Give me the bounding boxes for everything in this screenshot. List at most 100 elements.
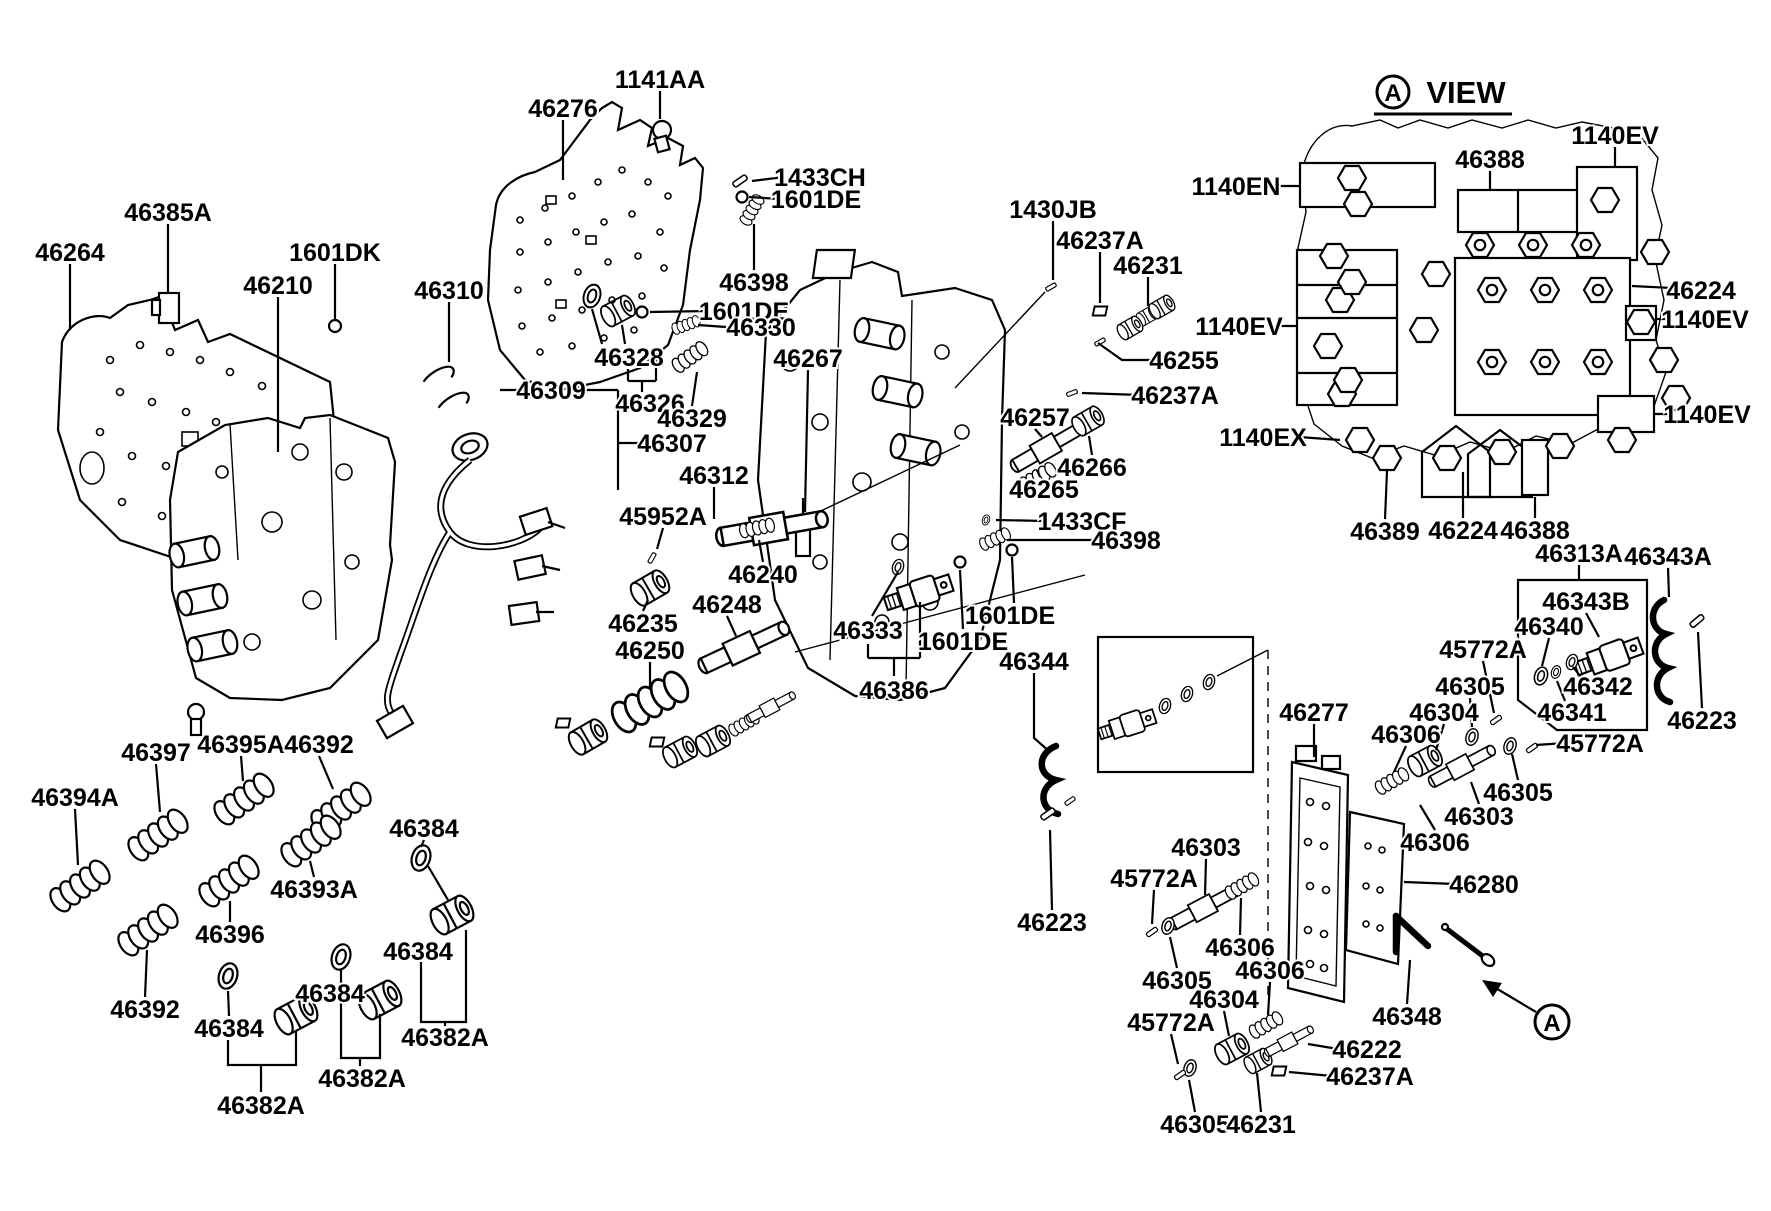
leader-line-45772A-61 [1535, 741, 1566, 747]
leader-line-46330-11 [697, 323, 727, 329]
spring-46394a [45, 855, 115, 917]
bolt-under-valve-body [186, 702, 206, 722]
part-label-45772A-61: 45772A [1556, 730, 1644, 758]
part-label-46384-87: 46384 [389, 815, 459, 843]
part-label-46340-53: 46340 [1514, 613, 1584, 641]
leader-line-46393A-84 [308, 860, 316, 878]
part-label-46248-22: 46248 [692, 591, 762, 619]
part-label-46223-79: 46223 [1017, 909, 1087, 937]
part-label-46388-43: 46388 [1455, 146, 1525, 174]
bracket-46328-46326 [590, 308, 658, 392]
part-label-46304-69: 46304 [1189, 986, 1259, 1014]
leader-line-46392-86 [143, 949, 149, 998]
leader-line-45772A-65 [1150, 889, 1156, 925]
part-label-46306-57: 46306 [1371, 721, 1441, 749]
part-label-46348-78: 46348 [1372, 1003, 1442, 1031]
clamp-46343a [1649, 596, 1678, 706]
bolt-1141aa [651, 119, 673, 154]
leader-line-46224-44 [1631, 284, 1673, 290]
part-label-46385A-0: 46385A [124, 199, 212, 227]
part-label-45772A-54: 45772A [1439, 636, 1527, 664]
spring-46397 [123, 804, 193, 866]
leader-line-1140EX-41 [1298, 435, 1341, 442]
bushing-46228 [659, 733, 701, 771]
leader-line-46343B-52 [1585, 612, 1600, 638]
piston-46382a-c [425, 891, 479, 939]
oring-46384-a [214, 959, 242, 993]
part-label-46276-5: 46276 [528, 95, 598, 123]
oring-46305-r2 [1501, 735, 1519, 757]
end-cover-46277 [1286, 744, 1350, 1004]
bracket-46333-46386 [866, 571, 922, 676]
leader-line-46304-56 [1434, 723, 1446, 751]
oring-46384-b [327, 940, 355, 974]
part-label-46267-17: 46267 [773, 345, 843, 373]
bolt-1601de-3 [953, 555, 967, 569]
leader-line-46395A-81 [239, 755, 245, 782]
part-label-46396-85: 46396 [195, 921, 265, 949]
part-label-46328-12: 46328 [594, 344, 664, 372]
inset-detail-box [1095, 635, 1269, 995]
leader-line-46223-79 [1048, 829, 1054, 911]
leader-line-46255-37 [1097, 342, 1155, 362]
leader-line-1601DE-8 [748, 195, 781, 201]
oring-46305-r1 [1463, 726, 1481, 748]
leader-line-46392-82 [317, 755, 335, 790]
view-marker: A [1384, 80, 1401, 107]
part-label-1140EV-45: 1140EV [1661, 306, 1749, 334]
part-label-46388-49: 46388 [1500, 517, 1570, 545]
bolt-near-a-marker [1440, 922, 1496, 968]
part-label-46384-89: 46384 [295, 980, 365, 1008]
leader-line-46303-75 [1469, 781, 1481, 805]
bolt-1601de-2 [635, 305, 649, 319]
part-label-46210-3: 46210 [243, 272, 313, 300]
part-label-46250-23: 46250 [615, 637, 685, 665]
part-label-46329-14: 46329 [657, 405, 727, 433]
spring-46306-r [1372, 765, 1412, 797]
part-label-1430JB-34: 1430JB [1009, 196, 1097, 224]
part-label-1140EN-39: 1140EN [1192, 173, 1281, 201]
a-direction-arrow: A [1482, 980, 1571, 1041]
bolt-1601dk [327, 318, 343, 334]
clip-46385a [150, 291, 181, 325]
part-label-46222-73: 46222 [1332, 1036, 1402, 1064]
part-label-46257-31: 46257 [1000, 404, 1070, 432]
part-label-46342-58: 46342 [1563, 673, 1633, 701]
leader-line-45772A-54 [1481, 660, 1496, 714]
leader-line-46394A-83 [73, 808, 80, 866]
separator-plate-46276 [486, 100, 705, 392]
leader-line-46305-68 [1168, 936, 1179, 969]
part-label-46224-44: 46224 [1666, 277, 1736, 305]
spring-46306-2 [1246, 1009, 1286, 1041]
part-label-1601DE-26: 1601DE [918, 628, 1008, 656]
part-label-1601DE-10: 1601DE [699, 298, 789, 326]
leader-line-46265-33 [1035, 469, 1042, 478]
leader-lines [68, 91, 1704, 1113]
part-label-46264-1: 46264 [35, 239, 105, 267]
wiring-harness-46309 [375, 432, 566, 740]
harness-end-connector [375, 704, 415, 740]
part-label-46303-64: 46303 [1171, 834, 1241, 862]
a-view-gasket [1295, 119, 1692, 499]
part-label-1141AA-6: 1141AA [615, 66, 705, 94]
part-label-45952A-19: 45952A [619, 503, 707, 531]
leader-line-46305-71 [1187, 1079, 1197, 1113]
pin-45772a-bl [1145, 926, 1159, 938]
part-label-46237A-35: 46237A [1056, 227, 1144, 255]
part-label-46237A-38: 46237A [1131, 382, 1219, 410]
leader-line-46306-66 [1238, 897, 1243, 936]
part-label-46231-72: 46231 [1226, 1111, 1296, 1139]
part-label-1601DE-8: 1601DE [771, 186, 861, 214]
leader-line-1601DE-27 [1010, 556, 1016, 604]
part-label-46280-77: 46280 [1449, 871, 1519, 899]
leader-line-1433CF-28 [995, 518, 1046, 523]
bolt-1601de-1 [735, 190, 749, 204]
part-label-1601DK-2: 1601DK [289, 239, 381, 267]
part-label-46382A-91: 46382A [217, 1092, 305, 1120]
part-label-46307-16: 46307 [637, 430, 707, 458]
part-label-46398-9: 46398 [719, 269, 789, 297]
part-label-46305-68: 46305 [1142, 967, 1212, 995]
fitting-46260a [564, 715, 612, 759]
